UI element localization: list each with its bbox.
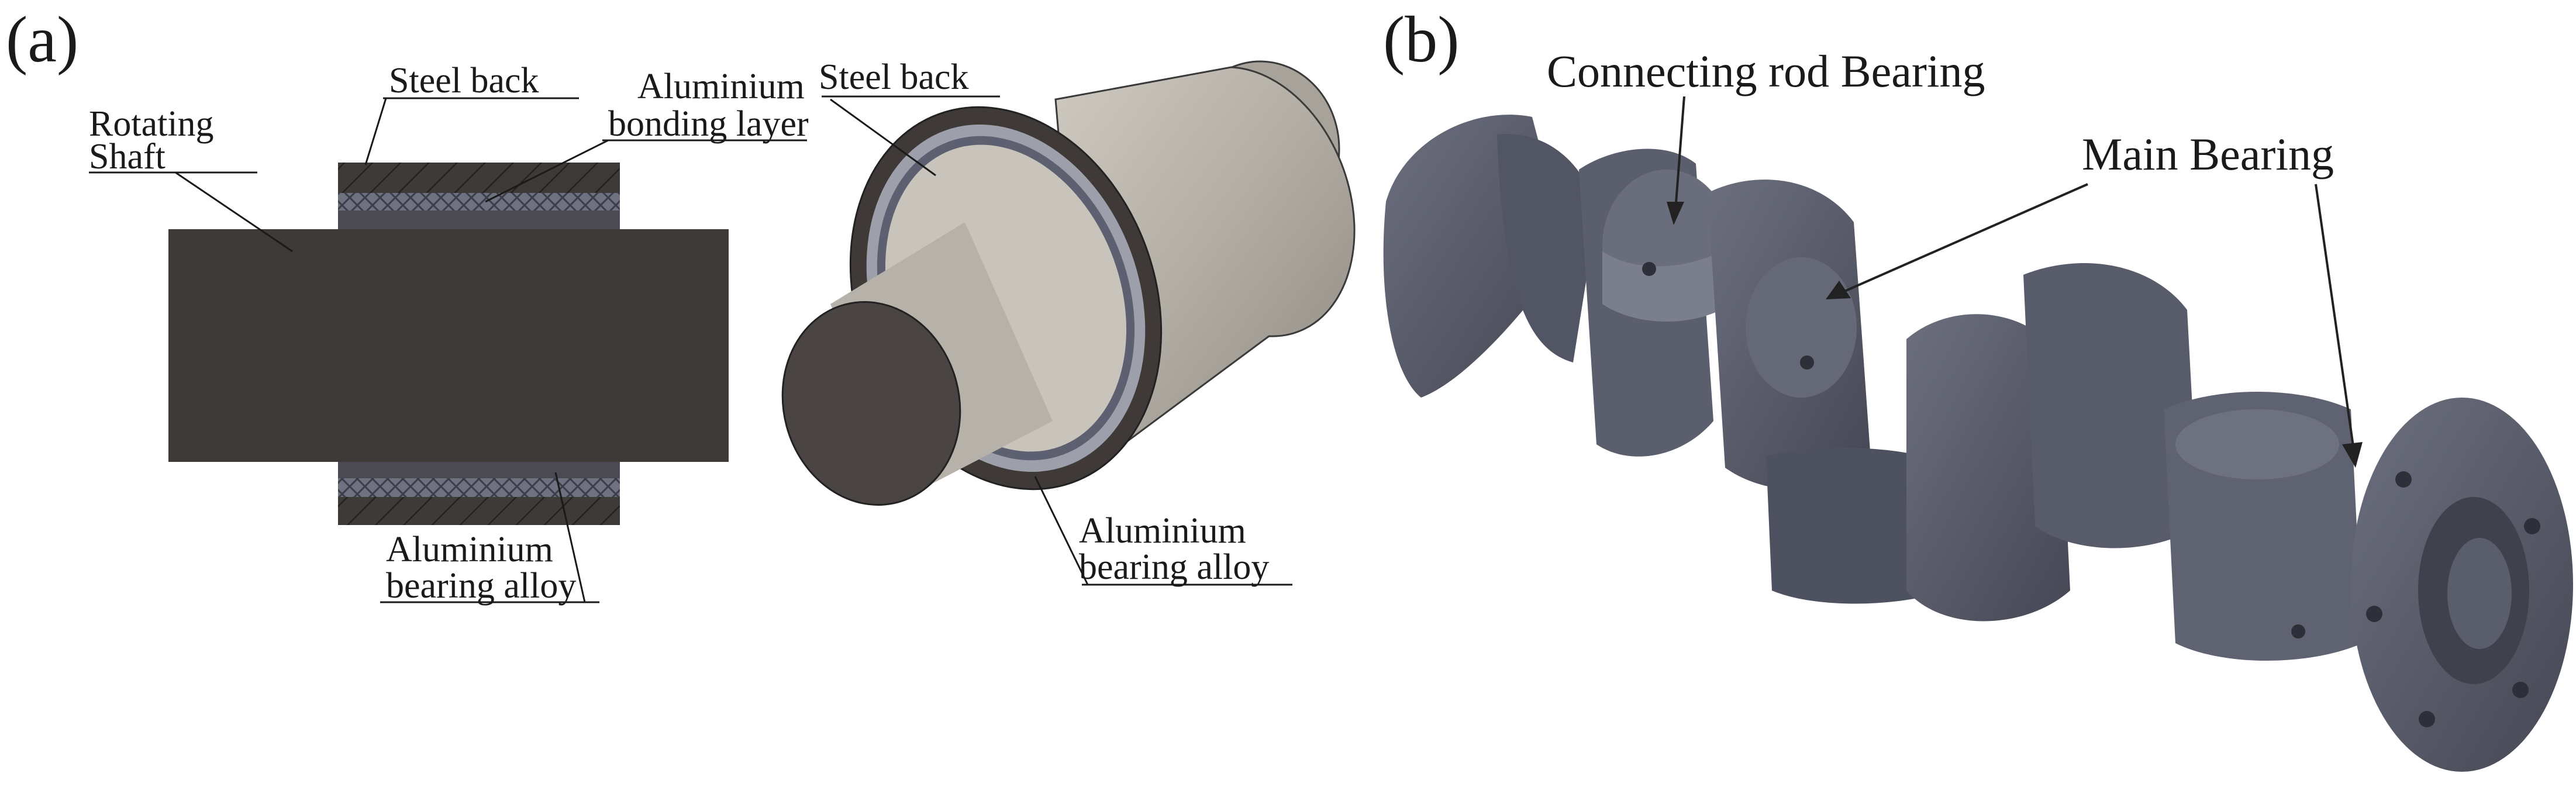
bonding-layer-label-1: Aluminium [637,67,805,106]
iso-bearing-alloy-label-2: bearing alloy [1079,547,1269,587]
panel-a-label: (a) [6,4,78,76]
iso-bearing-alloy-label-1: Aluminium [1079,511,1246,551]
steel-back-top [338,163,620,193]
rotating-shaft-label-1: Rotating [89,104,214,144]
bonding-layer-top [338,193,620,210]
steel-back-bottom [338,497,620,525]
rotating-shaft [168,229,729,462]
isometric-callouts [822,95,1292,586]
bearing-alloy-top [338,210,620,229]
bearing-alloy-label-2: bearing alloy [386,566,576,606]
isometric-view [781,60,1356,506]
crankshaft-callouts [1667,96,2363,468]
rotating-shaft-label-2: Shaft [89,137,165,177]
section-callouts [89,97,807,603]
bonding-layer-label-2: bonding layer [608,104,809,144]
iso-steel-back-label: Steel back [819,57,969,97]
section-view [168,163,729,525]
panel-b-label: (b) [1383,4,1460,76]
crankshaft [1383,115,2573,772]
bonding-layer-bottom [338,478,620,497]
main-bearing-label: Main Bearing [2082,129,2334,179]
bearing-alloy-bottom [338,462,620,478]
steel-back-label: Steel back [389,61,539,101]
connecting-rod-bearing-label: Connecting rod Bearing [1547,46,1985,96]
bearing-alloy-label-1: Aluminium [386,530,553,569]
